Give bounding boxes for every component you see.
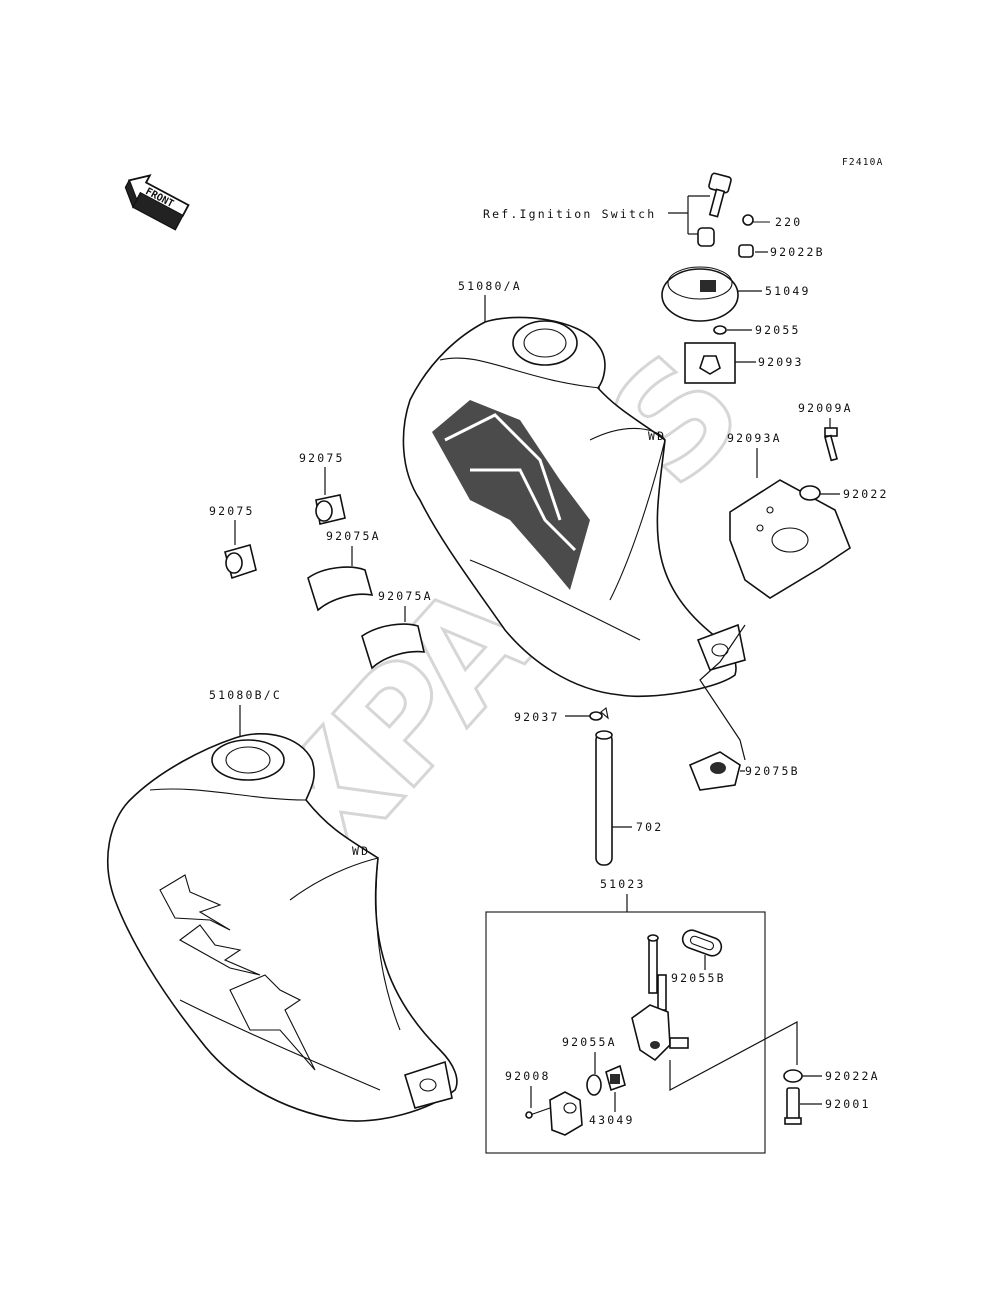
o-ring-92055a-icon — [586, 1074, 602, 1096]
label-92093: 92093 — [758, 355, 804, 369]
label-92037: 92037 — [514, 710, 560, 724]
fuel-cock-assembly-box — [485, 911, 766, 1154]
hose-702-icon — [595, 730, 613, 866]
label-51049: 51049 — [765, 284, 811, 298]
screw-220-icon — [742, 214, 770, 226]
tank-mark-wd-upper: WD — [648, 429, 666, 443]
label-92075-upper: 92075 — [299, 451, 345, 465]
fuel-tank-upper — [402, 316, 746, 698]
lock-cylinder-icon — [697, 227, 715, 247]
clip-92037-icon — [589, 707, 609, 721]
label-43049: 43049 — [589, 1113, 635, 1127]
label-92001: 92001 — [825, 1097, 871, 1111]
damper-92075b-icon — [688, 751, 741, 791]
damper-92075a-upper-icon — [307, 566, 374, 612]
bracket-92008-icon — [525, 1091, 583, 1136]
ref-ignition-switch-label: Ref.Ignition Switch — [483, 207, 656, 221]
label-92009a: 92009A — [798, 401, 853, 415]
o-ring-92055-icon — [713, 325, 727, 335]
label-92022: 92022 — [843, 487, 889, 501]
key-icon — [708, 172, 732, 218]
label-51023: 51023 — [600, 877, 646, 891]
damper-92075a-lower-icon — [361, 623, 426, 670]
label-702: 702 — [636, 820, 663, 834]
fuel-cap-51049-icon — [661, 266, 739, 322]
label-92075a-upper: 92075A — [326, 529, 381, 543]
figure-code: F2410A — [842, 157, 884, 168]
fuel-tank-lower — [107, 733, 458, 1122]
washer-92022a-icon — [783, 1069, 803, 1083]
front-arrow-icon: FRONT — [124, 174, 190, 231]
label-92055a: 92055A — [562, 1035, 617, 1049]
label-92055b: 92055B — [671, 971, 726, 985]
label-92075a-lower: 92075A — [378, 589, 433, 603]
label-92075b: 92075B — [745, 764, 800, 778]
label-92055: 92055 — [755, 323, 801, 337]
gasket-92055b-icon — [681, 929, 723, 957]
filter-43049-icon — [605, 1064, 626, 1092]
label-92022b: 92022B — [770, 245, 825, 259]
label-51080bc: 51080B/C — [209, 688, 282, 702]
bolt-92001-icon — [784, 1087, 802, 1125]
label-92022a: 92022A — [825, 1069, 880, 1083]
label-220: 220 — [775, 215, 802, 229]
part-92093-box — [684, 342, 736, 384]
label-92093a: 92093A — [727, 431, 782, 445]
fuel-cock-icon — [631, 934, 689, 1062]
label-51080a: 51080/A — [458, 279, 522, 293]
label-92008: 92008 — [505, 1069, 551, 1083]
plate-92093a-icon — [729, 479, 851, 599]
nut-92022b-icon — [738, 244, 754, 258]
damper-92075-upper-icon — [315, 494, 346, 525]
damper-92075-lower-icon — [224, 544, 257, 580]
washer-92022-icon — [799, 485, 821, 501]
label-92075-lower: 92075 — [209, 504, 255, 518]
bolt-92009a-icon — [824, 427, 838, 462]
tank-mark-wd-lower: WD — [352, 844, 370, 858]
